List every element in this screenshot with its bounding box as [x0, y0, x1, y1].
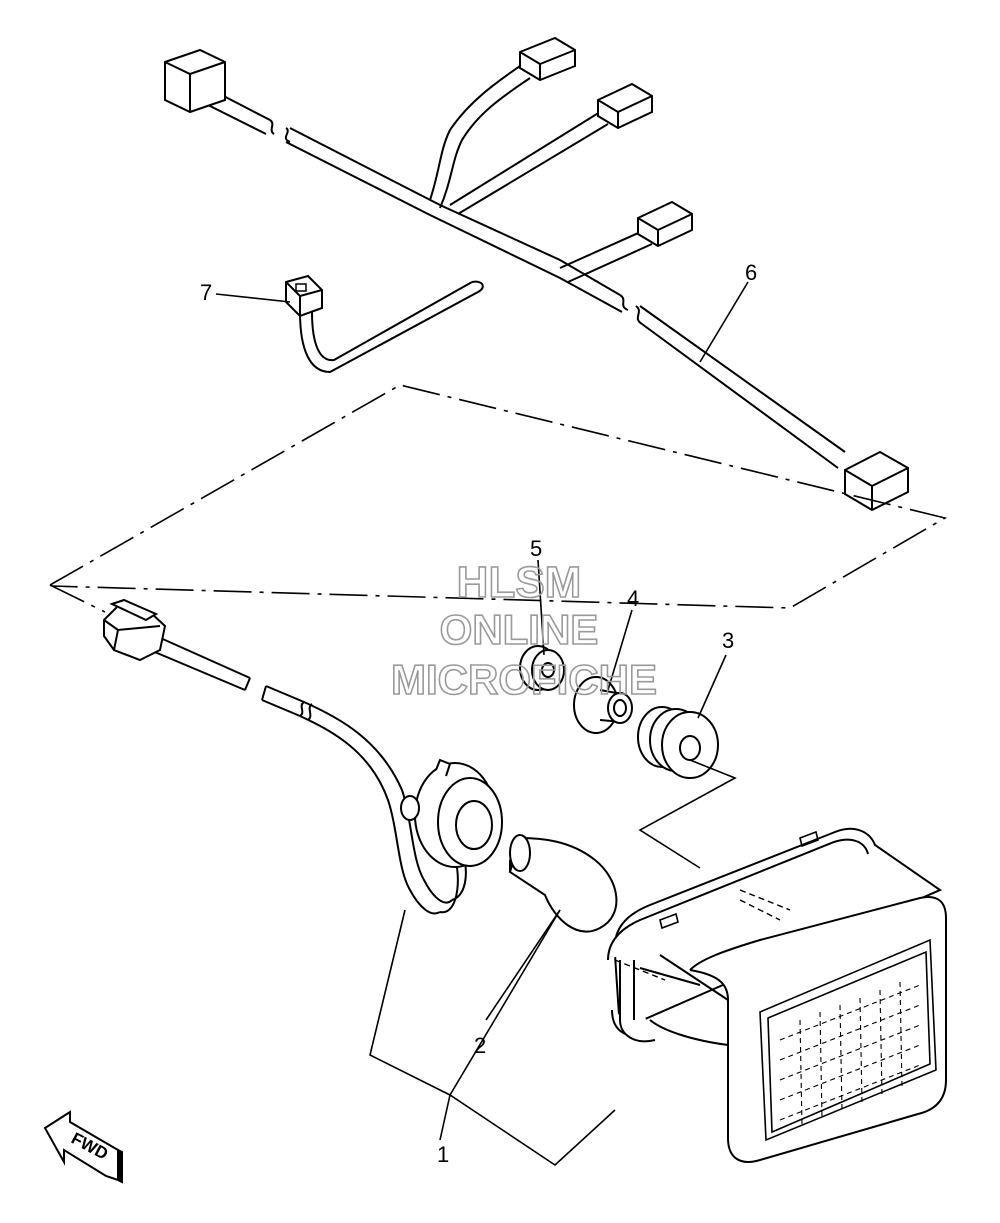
grommet-5 — [519, 645, 565, 691]
leader-lines — [215, 281, 749, 1167]
part-label-2: 2 — [474, 1033, 486, 1058]
bulb — [508, 834, 618, 933]
part-label-5: 5 — [530, 536, 542, 561]
wire-harness — [205, 65, 846, 469]
part-label-1: 1 — [437, 1142, 449, 1167]
harness-connector-right — [844, 450, 909, 512]
lead-connector — [285, 274, 323, 318]
part-label-3: 3 — [722, 628, 734, 653]
watermark-line2: ONLINE — [440, 606, 599, 653]
watermark-line1: HLSM — [457, 558, 582, 607]
harness-connector-lower — [637, 200, 693, 248]
housing-hidden-lines — [614, 889, 791, 981]
grommet-3 — [637, 706, 719, 779]
watermark-line3: MICROFICHE — [391, 656, 657, 703]
lens-grid — [779, 981, 921, 1126]
part-label-6: 6 — [745, 260, 757, 285]
part-label-4: 4 — [627, 586, 639, 611]
harness-connector-top — [519, 36, 576, 82]
harness-connector-mid — [597, 82, 653, 130]
assembly-boundary — [49, 384, 948, 613]
taillight-lens — [759, 938, 937, 1142]
housing-slots — [659, 830, 819, 930]
collar-4 — [573, 676, 633, 734]
lead-wire — [299, 280, 484, 374]
bulb-socket — [400, 758, 503, 868]
harness-connector-left — [164, 48, 226, 114]
fwd-arrow-icon: FWD — [43, 1110, 123, 1184]
socket-wire-connector — [103, 598, 167, 662]
part-label-7: 7 — [200, 280, 212, 305]
taillight-housing — [607, 827, 947, 1163]
watermark: HLSM ONLINE MICROFICHE — [390, 557, 658, 704]
